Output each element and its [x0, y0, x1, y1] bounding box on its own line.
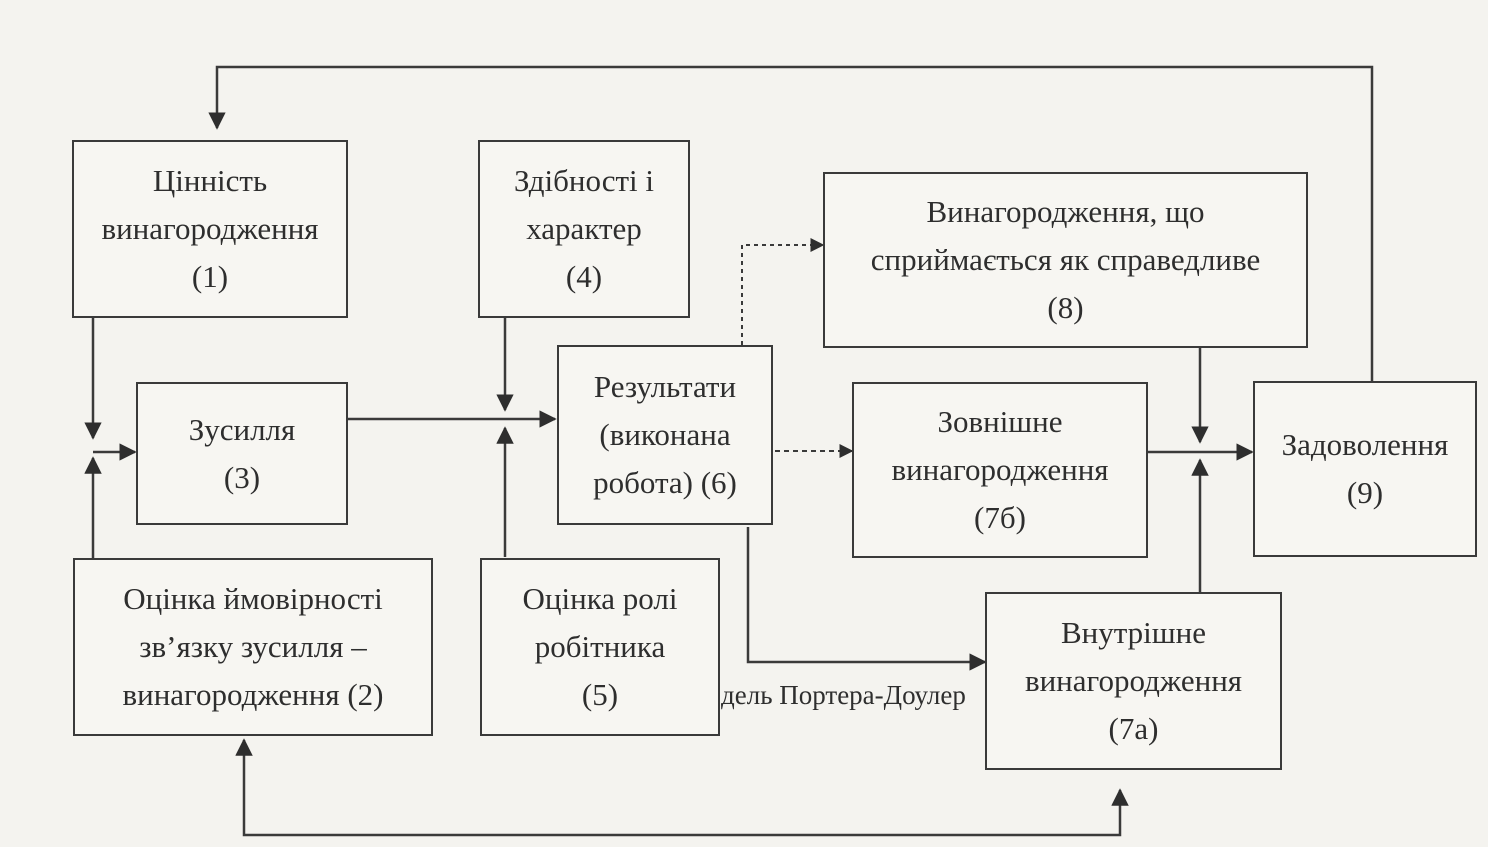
box-effort-reward-probability-label: Оцінка ймовірності зв’язку зусилля – вин…	[122, 581, 384, 712]
box-role-perception: Оцінка ролі робітника (5)	[480, 558, 720, 736]
box-intrinsic-reward-label: Внутрішне винагородження (7а)	[1024, 615, 1243, 746]
box-reward-value: Цінність винагородження (1)	[72, 140, 348, 318]
box-perceived-equitable-reward: Винагородження, що сприймається як справ…	[823, 172, 1308, 348]
box-role-perception-label: Оцінка ролі робітника (5)	[522, 581, 678, 712]
box-abilities-traits: Здібності і характер (4)	[478, 140, 690, 318]
box-extrinsic-reward-label: Зовнішне винагородження (7б)	[891, 404, 1109, 535]
arrow-6-to-8	[741, 238, 825, 345]
feedback-line-9-to-1	[208, 65, 1374, 383]
feedback-line-7a-to-2	[235, 738, 1129, 837]
box-performance: Результати (виконана робота) (6)	[557, 345, 773, 525]
box-abilities-traits-label: Здібності і характер (4)	[513, 163, 655, 294]
box-extrinsic-reward: Зовнішне винагородження (7б)	[852, 382, 1148, 558]
model-caption: дель Портера-Доулер	[721, 680, 966, 710]
box-effort-reward-probability: Оцінка ймовірності зв’язку зусилля – вин…	[73, 558, 433, 736]
arrow-6-to-7a	[746, 527, 987, 671]
box-reward-value-label: Цінність винагородження (1)	[101, 163, 319, 294]
box-perceived-equitable-reward-label: Винагородження, що сприймається як справ…	[870, 194, 1261, 325]
box-performance-label: Результати (виконана робота) (6)	[593, 369, 737, 500]
box-effort-label: Зусилля (3)	[188, 411, 296, 495]
box-satisfaction: Задоволення (9)	[1253, 381, 1477, 557]
box-satisfaction-label: Задоволення (9)	[1281, 427, 1449, 510]
box-intrinsic-reward: Внутрішне винагородження (7а)	[985, 592, 1282, 770]
box-effort: Зусилля (3)	[136, 382, 348, 525]
